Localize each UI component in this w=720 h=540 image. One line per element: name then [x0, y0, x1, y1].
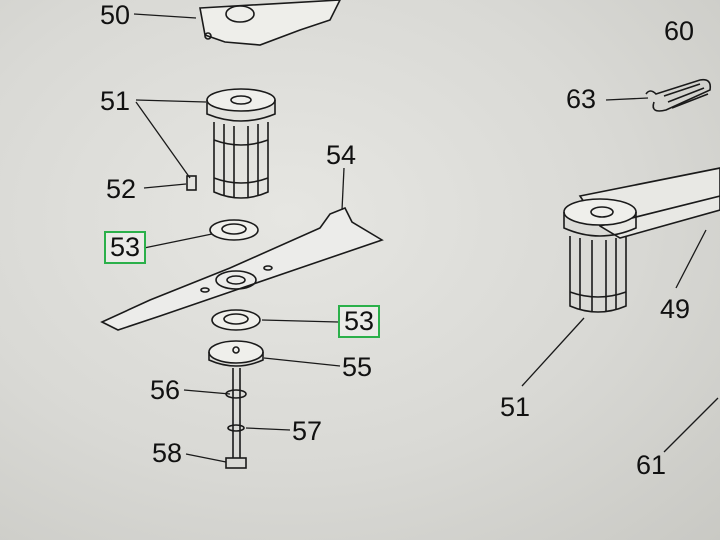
part-63-spring: [645, 78, 712, 112]
callout-50: 50: [100, 0, 131, 30]
callout-51: 51: [100, 86, 131, 116]
part-51-spindle: [206, 88, 276, 199]
part-51-spindle-right: [563, 198, 637, 313]
callout-54: 54: [326, 140, 357, 170]
callout-55: 55: [342, 352, 373, 382]
part-54-blade: [100, 206, 384, 331]
part-56-57-58-bolt: [225, 368, 247, 469]
callout-58: 58: [152, 438, 183, 468]
callout-53-lower: 53: [338, 305, 381, 338]
callout-57: 57: [292, 416, 323, 446]
part-55-disc: [208, 340, 264, 367]
callout-49: 49: [660, 294, 691, 324]
part-53-washer-lower: [211, 309, 261, 331]
part-53-washer-upper: [209, 219, 259, 241]
callout-51-right: 51: [500, 392, 531, 422]
callout-61: 61: [636, 450, 667, 480]
callout-56: 56: [150, 375, 181, 405]
part-50-plate: [199, 0, 341, 46]
callout-63: 63: [566, 84, 597, 114]
callout-53-upper: 53: [104, 231, 147, 264]
part-52-key: [186, 175, 197, 191]
leader-lines: [133, 13, 719, 463]
callout-52: 52: [106, 174, 137, 204]
callout-60: 60: [664, 16, 695, 46]
